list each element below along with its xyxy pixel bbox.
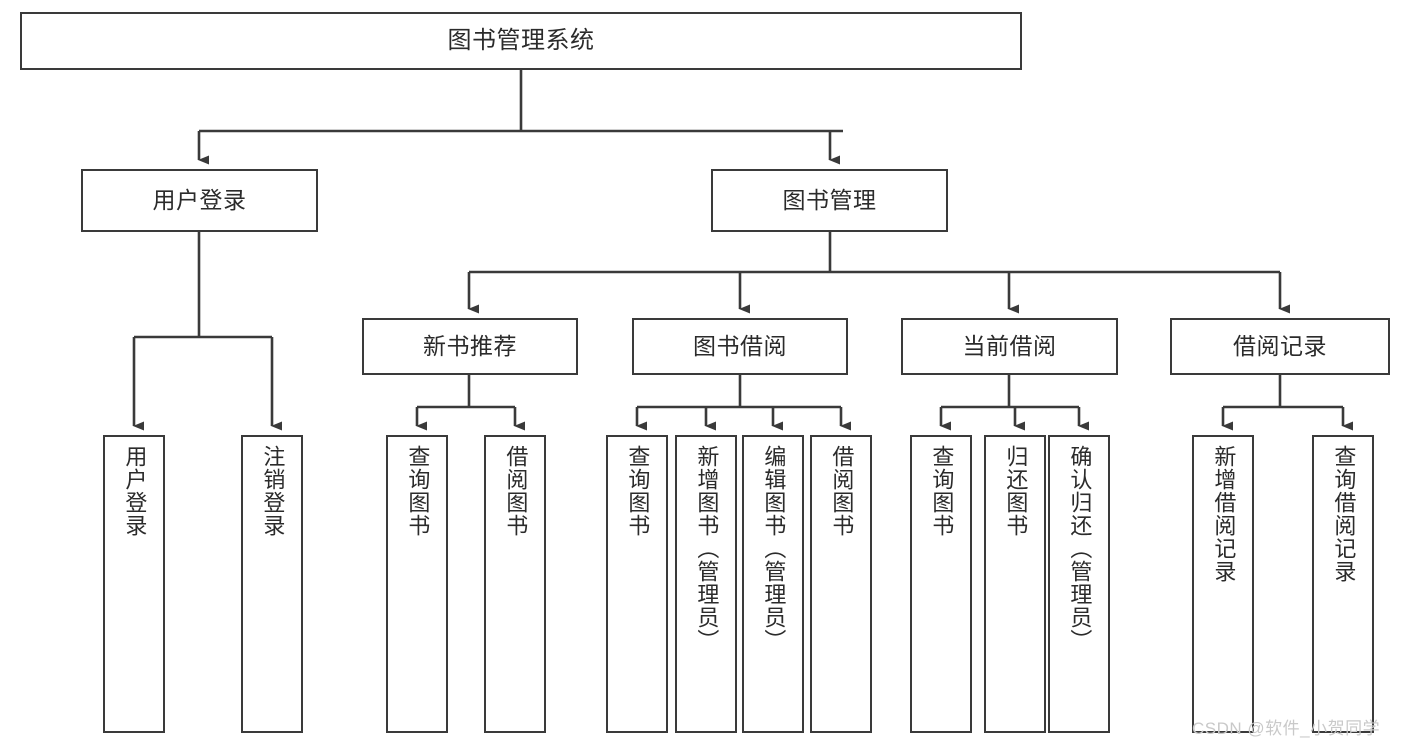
leaf-label: 查询借阅记录 — [1331, 445, 1357, 583]
leaf-label: 注销登录 — [260, 445, 286, 537]
leaf-label: 借阅图书 — [829, 445, 855, 537]
node-leaf-borrow-book-2[interactable]: 借阅图书 — [810, 435, 872, 733]
leaf-label: 用户登录 — [122, 445, 148, 537]
csdn-watermark: CSDN @软件_小贺同学 — [1192, 719, 1381, 738]
node-leaf-edit-book-admin[interactable]: 编辑图书（管理员） — [742, 435, 804, 733]
node-leaf-borrow-book-1[interactable]: 借阅图书 — [484, 435, 546, 733]
node-book-manage[interactable]: 图书管理 — [711, 169, 948, 232]
node-new-book-recommend[interactable]: 新书推荐 — [362, 318, 578, 375]
node-leaf-query-book-1[interactable]: 查询图书 — [386, 435, 448, 733]
node-leaf-query-book-3[interactable]: 查询图书 — [910, 435, 972, 733]
leaf-label: 借阅图书 — [503, 445, 529, 537]
node-leaf-add-book-admin[interactable]: 新增图书（管理员） — [675, 435, 737, 733]
leaf-label: 归还图书 — [1003, 445, 1029, 537]
leaf-label: 查询图书 — [405, 445, 431, 537]
leaf-label: 编辑图书（管理员） — [761, 445, 787, 652]
node-leaf-user-login[interactable]: 用户登录 — [103, 435, 165, 733]
node-leaf-confirm-return-admin[interactable]: 确认归还（管理员） — [1048, 435, 1110, 733]
leaf-label: 查询图书 — [625, 445, 651, 537]
node-user-login[interactable]: 用户登录 — [81, 169, 318, 232]
node-book-management-system[interactable]: 图书管理系统 — [20, 12, 1022, 70]
leaf-label: 查询图书 — [929, 445, 955, 537]
leaf-label: 新增图书（管理员） — [694, 445, 720, 652]
node-leaf-query-book-2[interactable]: 查询图书 — [606, 435, 668, 733]
leaf-label: 新增借阅记录 — [1211, 445, 1237, 583]
node-leaf-logout[interactable]: 注销登录 — [241, 435, 303, 733]
node-leaf-add-borrow-record[interactable]: 新增借阅记录 — [1192, 435, 1254, 733]
node-book-borrow[interactable]: 图书借阅 — [632, 318, 848, 375]
node-leaf-query-borrow-record[interactable]: 查询借阅记录 — [1312, 435, 1374, 733]
node-leaf-return-book[interactable]: 归还图书 — [984, 435, 1046, 733]
node-borrow-record[interactable]: 借阅记录 — [1170, 318, 1390, 375]
leaf-label: 确认归还（管理员） — [1067, 445, 1093, 652]
node-current-borrow[interactable]: 当前借阅 — [901, 318, 1118, 375]
